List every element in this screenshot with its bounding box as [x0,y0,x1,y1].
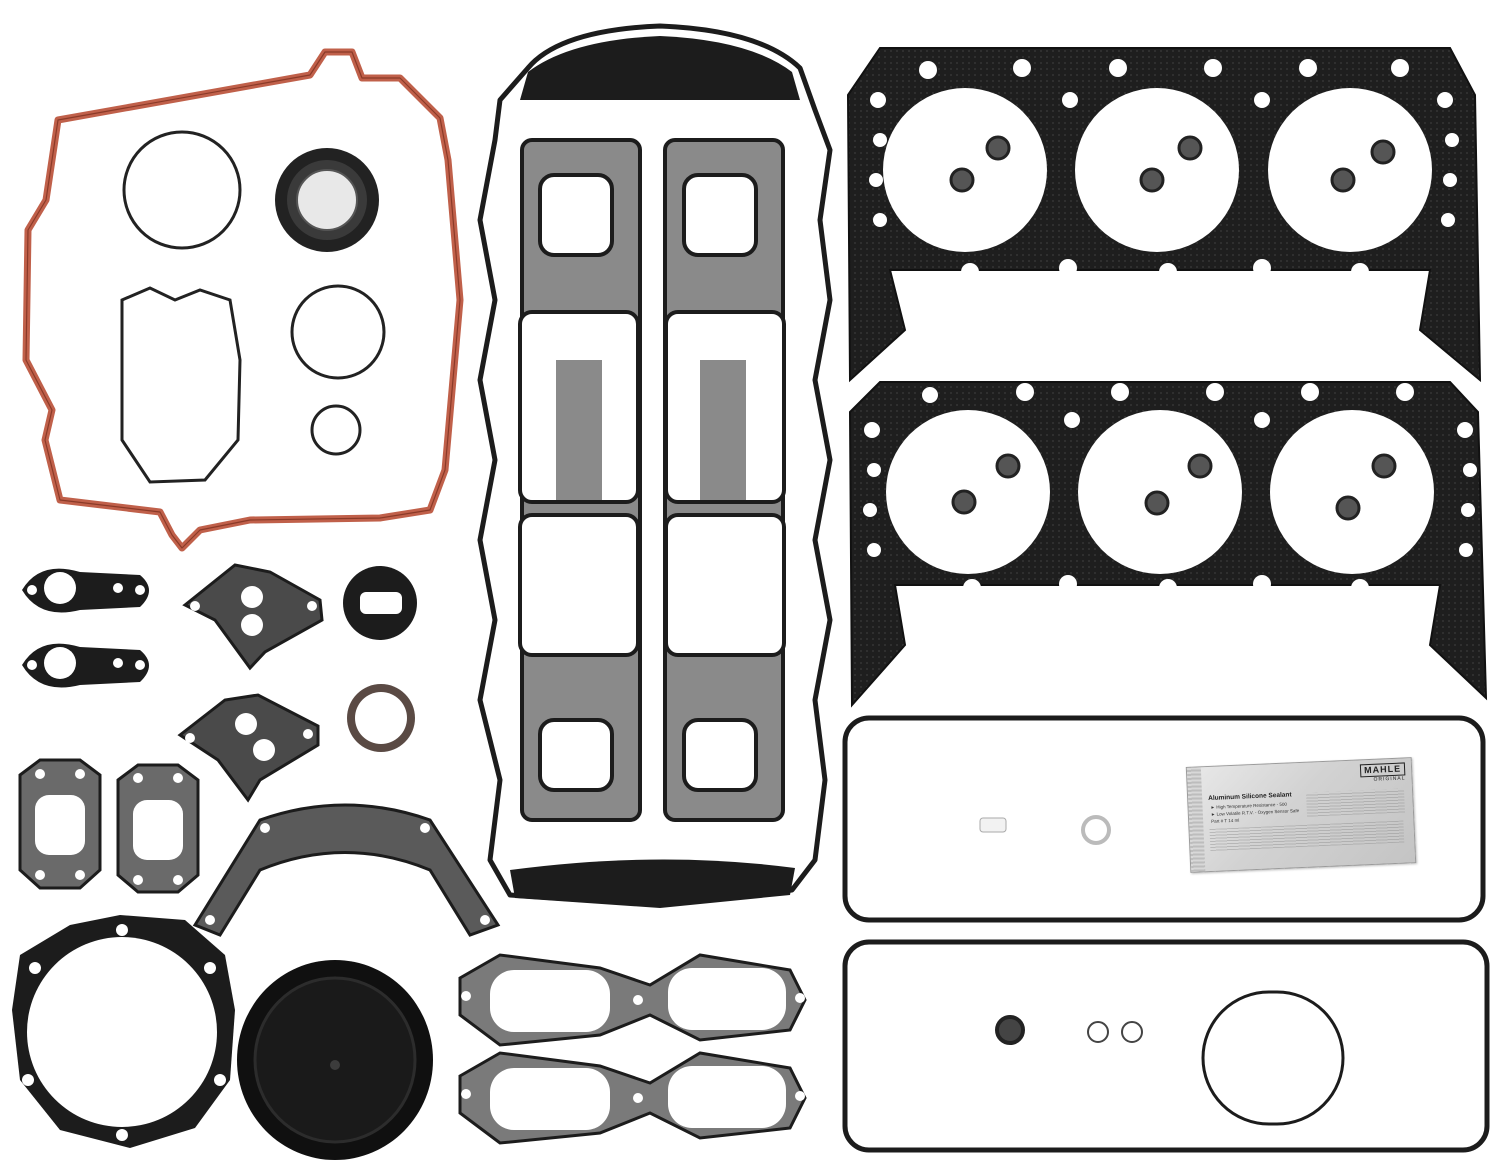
throttle-body-gasket [343,566,417,640]
valve-cover-gasket-top [842,715,1486,923]
timing-cover-round-gasket [12,915,235,1148]
distributor-seal [347,684,415,752]
exhaust-flange-gasket-2 [116,763,200,894]
rear-main-seal [237,960,433,1160]
packet-line-2: ► Low Volatile R.T.V. - Oxygen Sensor Sa… [1210,808,1300,817]
exhaust-manifold-gasket-bottom [458,1051,807,1145]
packet-fine-print [1209,820,1405,851]
egr-gasket-1 [182,563,324,671]
head-gasket-top [846,47,1482,383]
sealant-packet: MAHLE ORIGINAL Aluminum Silicone Sealant… [1185,757,1417,873]
oil-pan-gasket [477,23,833,908]
front-cover-gasket [22,48,464,552]
exhaust-flange-gasket-1 [18,758,102,890]
packet-title: Aluminum Silicone Sealant [1208,791,1292,803]
packet-brand-sub: ORIGINAL [1373,775,1406,783]
rear-main-seal-retainer-gasket [192,803,501,937]
egr-gasket-2 [177,693,320,803]
water-pump-gasket-2 [22,643,149,688]
packet-instructions [1306,788,1405,817]
valve-cover-gasket-bottom [842,939,1490,1153]
exhaust-manifold-gasket-top [458,953,807,1047]
packet-line-3: Part # T 14 ml [1211,817,1240,824]
intake-manifold-gasket-left [518,138,642,822]
intake-manifold-gasket-right [663,138,786,822]
head-gasket-bottom [848,381,1488,708]
packet-crimp-edge [1186,767,1206,872]
water-pump-gasket-1 [22,568,149,613]
